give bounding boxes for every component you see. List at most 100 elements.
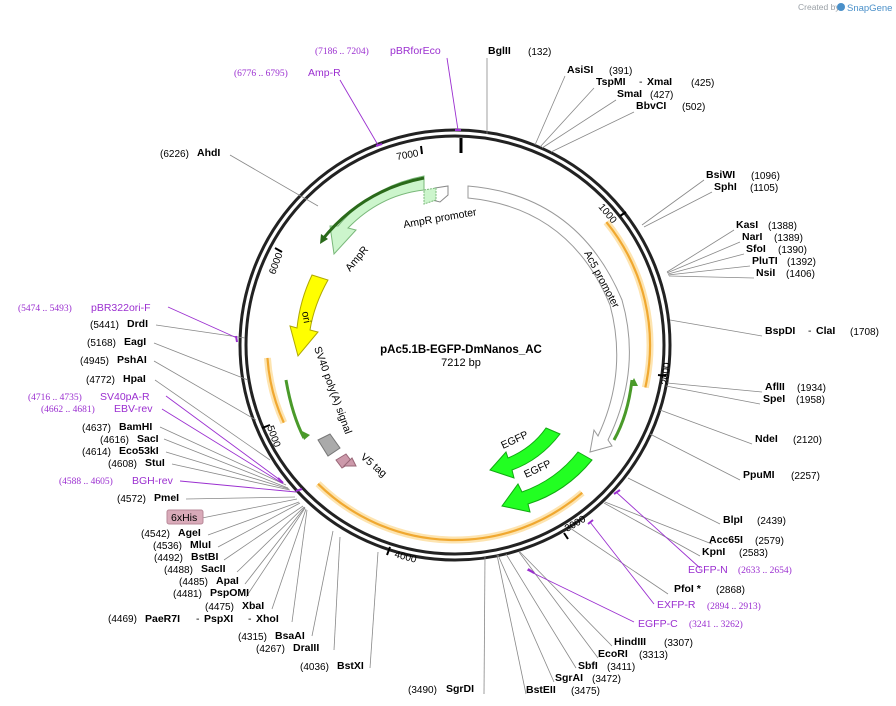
primer-ebv-rev: (4662 .. 4681)EBV-rev [41, 403, 153, 415]
site-name: AgeI [178, 527, 201, 539]
site-name: SgrAI [555, 672, 583, 684]
feature-label-ampr-promoter: AmpR promoter [402, 206, 478, 231]
site-pos: (3490) [408, 685, 437, 696]
site-pos: (1388) [768, 221, 797, 232]
site-name: MluI [190, 539, 211, 551]
his-tag-badge [166, 509, 204, 525]
site-pos: (4772) [86, 375, 115, 386]
site-bsteii: BstEII (3475) [526, 684, 600, 697]
primer-labels: (7186 .. 7204)pBRforEco (6776 .. 6795)Am… [18, 45, 792, 630]
site-ecori: EcoRI(3313) [598, 648, 668, 661]
site-name: PshAI [117, 354, 147, 366]
site-name: BglII [488, 45, 511, 57]
separator: - [808, 325, 812, 337]
orf-green-arrows [284, 176, 638, 441]
tick-label-7000: 7000 [396, 148, 420, 163]
site-name: SfoI [746, 243, 766, 255]
site-bbvci: BbvCI(502) [636, 100, 705, 113]
site-spei: SpeI(1958) [763, 393, 825, 406]
site-pos: (1708) [850, 327, 879, 338]
site-bsaai: (4315)BsaAI [238, 630, 305, 643]
snapgene-logo-text: SnapGene [847, 3, 892, 14]
site-name: PspOMI [210, 587, 249, 599]
primer-leaders [161, 57, 701, 623]
primer-name: EGFP-C [638, 618, 678, 630]
site-eagi: (5168)EagI [87, 336, 146, 349]
site-pos: (4945) [80, 356, 109, 367]
site-name: BamHI [119, 421, 152, 433]
site-name: BspDI [765, 325, 795, 337]
primer-pos: (7186 .. 7204) [315, 46, 369, 57]
primer-bgh-rev: (4588 .. 4605)BGH-rev [59, 475, 174, 487]
site-pos: (4637) [82, 423, 111, 434]
site-name: PaeR7I [145, 613, 180, 625]
separator: - [248, 613, 252, 625]
primer-name: EXFP-R [657, 599, 696, 611]
site-name3: XhoI [256, 613, 279, 625]
site-pos: (502) [682, 102, 705, 113]
site-name: 6xHis [171, 512, 197, 524]
site-drdi: (5441)DrdI [90, 318, 148, 331]
site-pos: (2257) [791, 471, 820, 482]
site-hpai: (4772)HpaI [86, 373, 146, 386]
site-name: BstEII [526, 684, 556, 696]
site-6xhis: 6xHis [171, 512, 197, 524]
site-pos: (4469) [108, 614, 137, 625]
site-name: NarI [742, 231, 763, 243]
site-name: AsiSI [567, 64, 593, 76]
site-sbfi: SbfI(3411) [578, 660, 635, 673]
site-draiii: (4267)DraIII [256, 642, 319, 655]
site-name: BsaAI [275, 630, 305, 642]
site-pmei: (4572) PmeI [117, 492, 179, 505]
tick-label-4000: 4000 [393, 549, 418, 565]
orf-arc-halo [263, 357, 288, 425]
site-name: XbaI [242, 600, 264, 612]
feature-sv40-polya: SV40 poly(A) signal [311, 345, 354, 457]
site-pos: (3475) [571, 686, 600, 697]
site-asisi: AsiSI(391) [567, 64, 632, 77]
site-sfoi: SfoI(1390) [746, 243, 807, 256]
site-pshai: (4945) PshAI [80, 354, 147, 367]
primer-sv40pa-r: (4716 .. 4735)SV40pA-R [28, 391, 150, 403]
site-name: BstBI [191, 551, 219, 563]
feature-label-ori: ori [299, 310, 313, 324]
site-ahdi: (6226)AhdI [160, 147, 220, 160]
site-mlui: (4536) MluI [153, 539, 211, 552]
site-tspmi: TspMI-XmaI(425) [596, 76, 714, 89]
site-name: KasI [736, 219, 758, 231]
site-apai: (4485)ApaI [179, 575, 239, 588]
site-pos: (4572) [117, 494, 146, 505]
site-name: PmeI [154, 492, 179, 504]
site-pos: (1389) [774, 233, 803, 244]
primer-pos: (4662 .. 4681) [41, 404, 95, 415]
tick-label-6000: 6000 [267, 251, 285, 276]
primer-name: Amp-R [308, 67, 341, 79]
site-pos: (4536) [153, 541, 182, 552]
site-pluti: PluTI(1392) [752, 255, 816, 268]
site-pos: (132) [528, 47, 551, 58]
site-aflii: AflII(1934) [765, 381, 826, 394]
site-name: SgrDI [446, 683, 474, 695]
site-pos: (4267) [256, 644, 285, 655]
site-bstxi: (4036)BstXI [300, 660, 364, 673]
site-pos: (1392) [787, 257, 816, 268]
site-name: AflII [765, 381, 785, 393]
site-pfoi: PfoI *(2868) [674, 583, 745, 596]
primer-pos: (5474 .. 5493) [18, 303, 72, 314]
tick-6000: 6000 [267, 247, 286, 276]
site-pos: (5441) [90, 320, 119, 331]
site-bstbi: (4492)BstBI [154, 551, 219, 564]
site-name: SphI [714, 181, 737, 193]
primer-pos: (3241 .. 3262) [689, 619, 743, 630]
site-pos: (4481) [173, 589, 202, 600]
primer-pos: (4716 .. 4735) [28, 392, 82, 403]
site-name: StuI [145, 457, 165, 469]
site-sgrai: SgrAI(3472) [555, 672, 621, 685]
primer-pos: (6776 .. 6795) [234, 68, 288, 79]
site-pos: (3307) [664, 638, 693, 649]
site-sacii: (4488)SacII [164, 563, 226, 576]
primer-marks [235, 129, 621, 574]
site-kpni: KpnI(2583) [702, 546, 768, 559]
site-pos: (4036) [300, 662, 329, 673]
